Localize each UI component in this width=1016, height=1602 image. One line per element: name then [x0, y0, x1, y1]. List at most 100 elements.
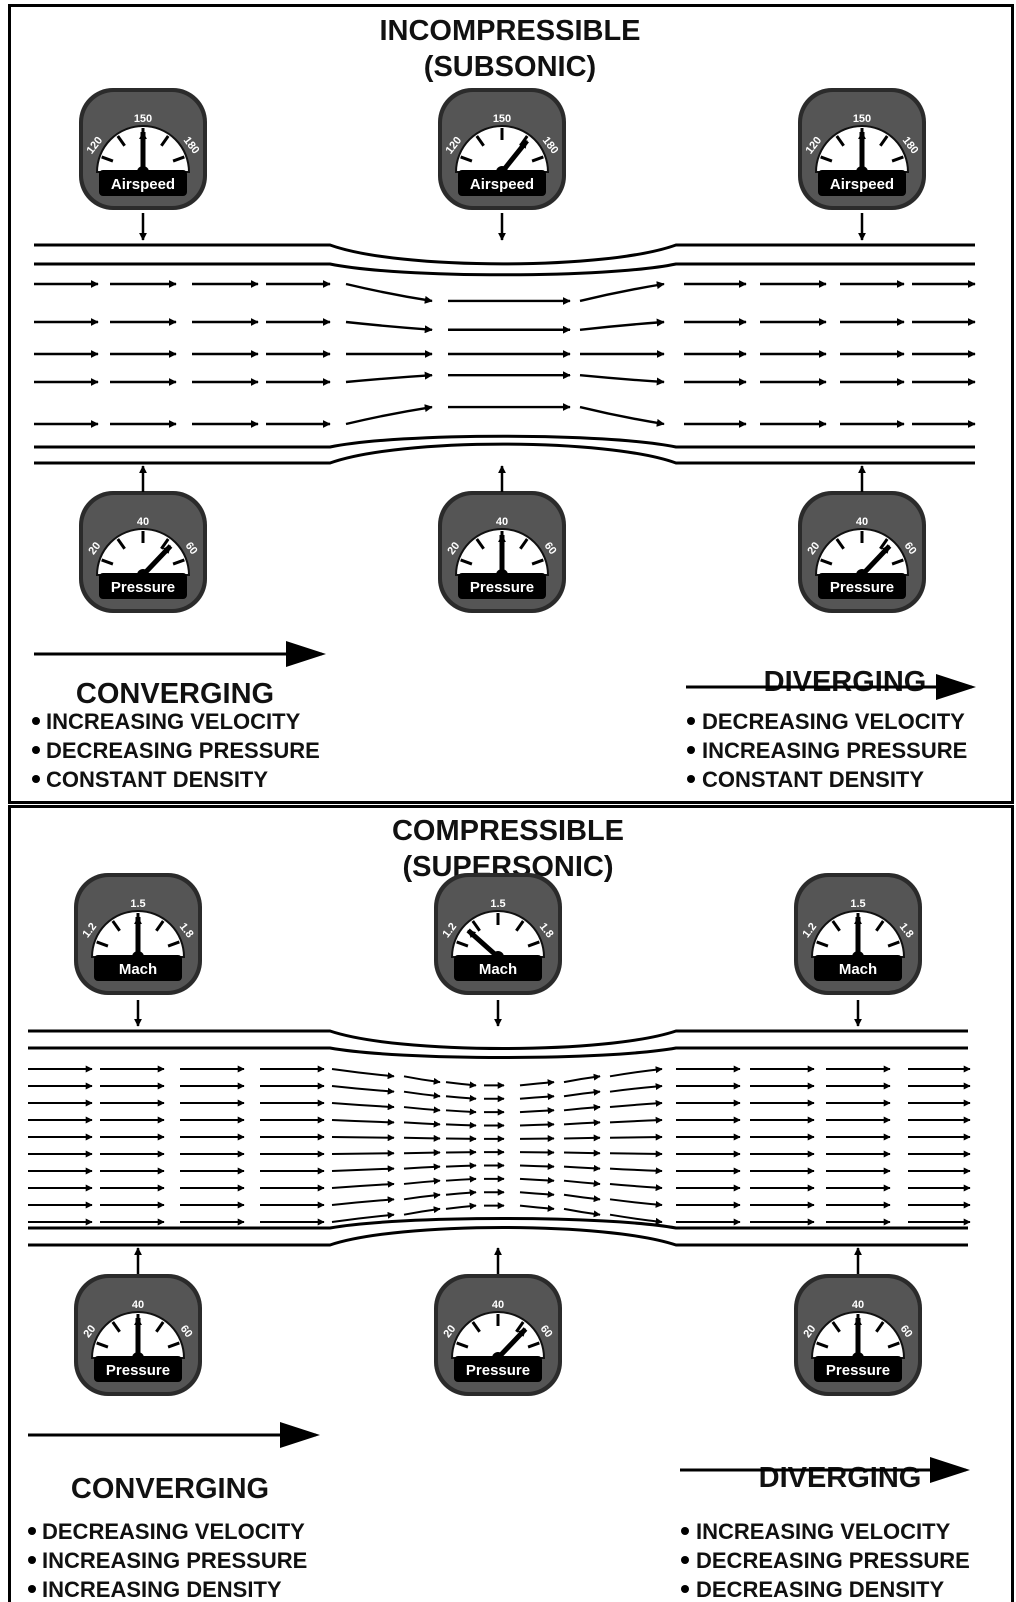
flow-arrow — [345, 404, 433, 426]
gauge-label-band — [458, 573, 546, 599]
gauge-tick — [111, 920, 121, 932]
gauge-tick — [160, 538, 170, 550]
gauge-tick-label: 60 — [898, 1323, 915, 1340]
gauge-tick — [471, 1321, 481, 1333]
gauge-tick — [475, 538, 485, 550]
flow-arrow — [609, 1150, 663, 1158]
flow-arrow — [445, 1175, 477, 1183]
gauge-tick — [515, 1321, 525, 1333]
flow-arrow — [403, 1075, 441, 1085]
converging-heading: CONVERGING — [76, 678, 274, 710]
flow-arrow — [445, 1202, 477, 1210]
gauge-tick — [515, 920, 525, 932]
flow-arrow — [403, 1120, 441, 1128]
gauge-label-band — [818, 573, 906, 599]
flow-arrow — [403, 1177, 441, 1185]
flow-arrow — [331, 1134, 395, 1142]
gauge-tick — [816, 1341, 829, 1349]
flow-arrow — [403, 1090, 441, 1100]
flow-arrow — [445, 1189, 477, 1197]
flow-arrow — [331, 1196, 395, 1206]
flow-arrow — [519, 1121, 555, 1129]
gauge-label: Mach — [119, 961, 157, 978]
flow-arrow — [609, 1116, 663, 1124]
flow-arrow — [445, 1081, 477, 1089]
flow-arrow — [609, 1213, 663, 1225]
gauge-label-band — [454, 955, 542, 981]
gauge-needle — [860, 544, 892, 577]
gauge-label: Pressure — [830, 579, 894, 596]
gauge-tick-label: 60 — [542, 540, 559, 557]
gauge-tick-label: 40 — [852, 1299, 864, 1311]
gauge-tick — [835, 538, 845, 550]
bullet-item: DECREASING PRESSURE — [46, 738, 320, 763]
bullet-item: CONSTANT DENSITY — [46, 767, 268, 792]
nozzle-wall — [28, 1046, 968, 1059]
gauge-tick-label: 60 — [902, 540, 919, 557]
flow-arrow — [445, 1121, 477, 1129]
gauge-needle — [496, 1327, 528, 1360]
gauge-label-band — [814, 1356, 902, 1382]
gauge-label: Pressure — [470, 579, 534, 596]
gauge-tick — [471, 920, 481, 932]
flow-arrow — [403, 1134, 441, 1142]
flow-arrow — [331, 1085, 395, 1095]
gauge-tick — [167, 1341, 180, 1349]
flow-arrow — [403, 1191, 441, 1201]
gauge-tick — [831, 1321, 841, 1333]
gauge-tick-label: 1.5 — [490, 898, 505, 910]
gauge-tick — [820, 558, 833, 566]
gauge-label: Pressure — [466, 1362, 530, 1379]
gauge-tick — [96, 940, 109, 948]
gauge-tick — [835, 135, 845, 147]
flow-arrow — [609, 1133, 663, 1141]
gauge-tick-label: 20 — [86, 540, 103, 557]
flow-arrow — [563, 1149, 601, 1157]
gauge-tick — [531, 558, 544, 566]
gauge-tick-label: 1.5 — [130, 898, 145, 910]
flow-arrow — [331, 1211, 395, 1223]
flow-arrow — [519, 1107, 555, 1115]
gauge-tick — [116, 135, 126, 147]
gauge-tick-label: 60 — [538, 1323, 555, 1340]
bullet-item: INCREASING VELOCITY — [696, 1519, 951, 1544]
nozzle-compressible — [28, 1029, 971, 1247]
gauge-tick — [831, 920, 841, 932]
panel-compressible — [8, 805, 1014, 1602]
flow-arrow — [563, 1104, 601, 1112]
gauge-tick — [527, 1341, 540, 1349]
gauge-label-band — [99, 573, 187, 599]
nozzle-wall — [28, 1217, 968, 1230]
gauge-tick — [891, 155, 904, 163]
flow-arrow — [579, 374, 665, 386]
gauge-label: Mach — [479, 961, 517, 978]
panel-title: COMPRESSIBLE — [392, 815, 624, 847]
nozzle-wall — [34, 243, 975, 266]
nozzle-wall — [34, 434, 975, 449]
gauge-label: Pressure — [106, 1362, 170, 1379]
gauge-tick — [519, 538, 529, 550]
flow-arrow — [579, 405, 665, 427]
gauge-label-band — [99, 170, 187, 196]
flow-arrow — [563, 1088, 601, 1098]
flow-arrow — [331, 1102, 395, 1111]
flow-arrow — [403, 1106, 441, 1114]
gauge-tick — [160, 135, 170, 147]
gauge-tick — [531, 155, 544, 163]
gauge-tick — [167, 940, 180, 948]
streamlines — [28, 1065, 971, 1226]
flow-arrow — [563, 1207, 601, 1218]
gauge-needle — [141, 544, 173, 577]
flow-arrow — [519, 1162, 555, 1170]
flow-arrow — [345, 320, 433, 334]
flow-arrow — [345, 371, 433, 384]
gauge-tick-label: 150 — [853, 113, 871, 125]
